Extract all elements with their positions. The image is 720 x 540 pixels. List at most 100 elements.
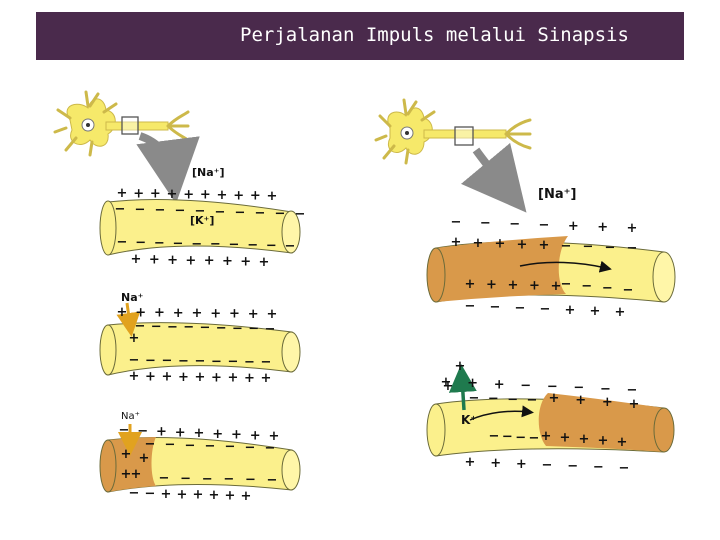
minus-sign: − xyxy=(248,322,259,337)
plus-sign: + xyxy=(154,306,165,321)
slide-title: Perjalanan Impuls melalui Sinapsis xyxy=(240,24,629,46)
minus-sign: − xyxy=(267,473,278,488)
plus-sign: + xyxy=(467,376,478,391)
minus-sign: − xyxy=(469,391,480,406)
minus-sign: − xyxy=(167,320,178,335)
na-arrow-icon xyxy=(116,302,141,337)
minus-sign: − xyxy=(520,378,531,393)
minus-sign: − xyxy=(573,381,584,396)
minus-sign: − xyxy=(295,207,306,222)
plus-sign: + xyxy=(156,425,167,440)
label-k-plus: K⁺ xyxy=(461,413,477,427)
plus-sign: + xyxy=(250,428,261,443)
plus-sign: + xyxy=(117,186,128,201)
minus-sign: − xyxy=(210,237,221,252)
minus-sign: − xyxy=(502,430,513,445)
minus-sign: − xyxy=(583,240,594,255)
minus-sign: − xyxy=(145,486,156,501)
plus-sign: + xyxy=(451,235,462,250)
plus-sign: + xyxy=(233,188,244,203)
minus-sign: − xyxy=(547,380,558,395)
minus-sign: − xyxy=(235,205,246,220)
plus-sign: + xyxy=(551,279,562,294)
plus-sign: + xyxy=(615,305,626,320)
minus-sign: − xyxy=(135,319,146,334)
plus-sign: + xyxy=(173,306,184,321)
plus-sign: + xyxy=(486,278,497,293)
plus-sign: + xyxy=(517,237,528,252)
minus-sign: − xyxy=(567,459,578,474)
minus-sign: − xyxy=(255,206,266,221)
title-bar xyxy=(36,12,684,60)
plus-sign: + xyxy=(441,375,452,390)
minus-sign: − xyxy=(145,437,156,452)
minus-sign: − xyxy=(465,299,476,314)
minus-sign: − xyxy=(117,235,128,250)
plus-sign: + xyxy=(473,236,484,251)
axon-resting xyxy=(99,199,301,256)
plus-sign: + xyxy=(494,377,505,392)
plus-sign: + xyxy=(149,252,160,267)
plus-sign: + xyxy=(465,277,476,292)
minus-sign: − xyxy=(215,205,226,220)
minus-sign: − xyxy=(195,354,206,369)
plus-sign: + xyxy=(627,221,638,236)
minus-sign: − xyxy=(509,217,520,232)
current-arrow-icon xyxy=(519,260,612,273)
plus-sign: + xyxy=(575,393,586,408)
minus-sign: − xyxy=(540,302,551,317)
minus-sign: − xyxy=(159,471,170,486)
plus-sign: + xyxy=(516,457,527,472)
plus-sign: + xyxy=(508,278,519,293)
plus-sign: + xyxy=(117,305,128,320)
neuron-cell-icon-left xyxy=(53,90,190,157)
label-na-ion: [Na⁺] xyxy=(192,166,225,179)
plus-sign: + xyxy=(217,188,228,203)
label-k-ion: [K⁺] xyxy=(190,214,214,227)
plus-sign: + xyxy=(565,303,576,318)
plus-sign: + xyxy=(192,306,203,321)
minus-sign: − xyxy=(185,438,196,453)
minus-sign: − xyxy=(600,382,611,397)
plus-sign: + xyxy=(541,429,552,444)
plus-sign: + xyxy=(195,370,206,385)
axon-na-entry xyxy=(99,322,301,376)
minus-sign: − xyxy=(285,239,296,254)
plus-sign: + xyxy=(145,369,156,384)
minus-sign: − xyxy=(175,204,186,219)
plus-sign: + xyxy=(210,306,221,321)
zoom-square-icon xyxy=(121,116,139,135)
minus-sign: − xyxy=(211,354,222,369)
minus-sign: − xyxy=(539,218,550,233)
minus-sign: − xyxy=(619,461,630,476)
minus-sign: − xyxy=(178,354,189,369)
label-na-ion-right: [Na⁺] xyxy=(538,187,576,202)
neuron-cell-icon-right xyxy=(374,98,532,165)
plus-sign: + xyxy=(490,456,501,471)
plus-sign: + xyxy=(183,187,194,202)
minus-sign: − xyxy=(165,438,176,453)
plus-sign: + xyxy=(129,331,140,346)
plus-sign: + xyxy=(455,359,466,374)
plus-sign: + xyxy=(228,371,239,386)
plus-sign: + xyxy=(185,253,196,268)
plus-sign: + xyxy=(139,451,150,466)
minus-sign: − xyxy=(151,319,162,334)
plus-sign: + xyxy=(269,429,280,444)
minus-sign: − xyxy=(507,392,518,407)
minus-sign: − xyxy=(265,322,276,337)
plus-sign: + xyxy=(204,254,215,269)
minus-sign: − xyxy=(515,301,526,316)
plus-sign: + xyxy=(200,188,211,203)
minus-sign: − xyxy=(137,424,148,439)
minus-sign: − xyxy=(593,460,604,475)
minus-sign: − xyxy=(266,239,277,254)
minus-sign: − xyxy=(202,472,213,487)
minus-sign: − xyxy=(180,471,191,486)
zoom-square-icon xyxy=(454,126,474,146)
minus-sign: − xyxy=(191,237,202,252)
minus-sign: − xyxy=(229,238,240,253)
plus-sign: + xyxy=(211,370,222,385)
plus-sign: + xyxy=(178,370,189,385)
minus-sign: − xyxy=(490,300,501,315)
